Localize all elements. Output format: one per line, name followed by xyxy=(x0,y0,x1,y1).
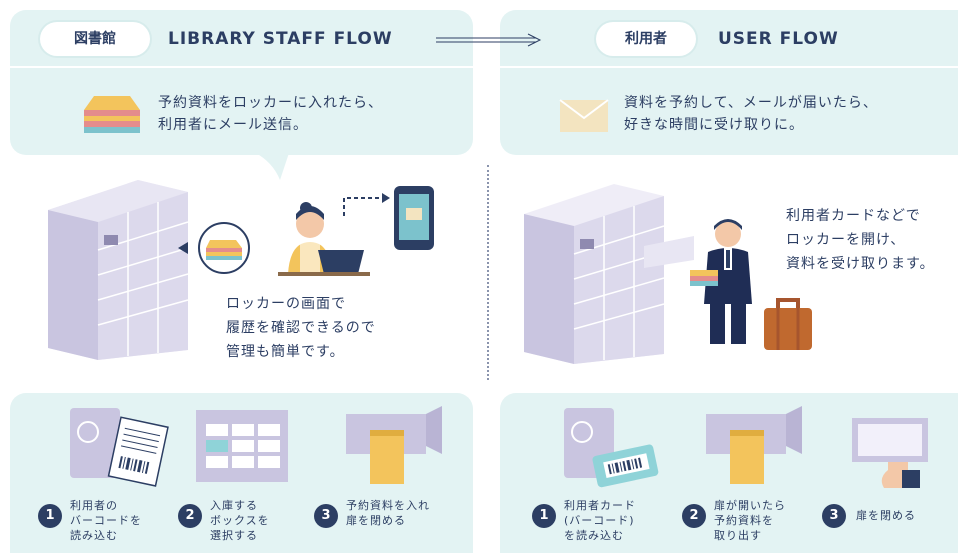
user-badge: 利用者 xyxy=(596,22,696,56)
card-icon xyxy=(564,408,659,488)
arrow-right-icon xyxy=(436,33,542,47)
user-note-line1: 利用者カードなどで xyxy=(786,208,921,224)
user-step-2-label: 扉が開いたら 予約資料を 取り出す xyxy=(714,499,786,542)
staff-message: 予約資料をロッカーに入れたら、 利用者にメール送信。 xyxy=(158,92,383,136)
user-step-1-label: 利用者カード (バーコード) を読み込む xyxy=(564,499,636,542)
staff-step-3-label: 予約資料を入れ 扉を閉める xyxy=(346,499,430,527)
user-message: 資料を予約して、メールが届いたら、 好きな時間に受け取りに。 xyxy=(624,92,878,136)
user-message-line2: 好きな時間に受け取りに。 xyxy=(624,117,804,133)
suitcase-icon xyxy=(764,298,812,350)
staff-message-line2: 利用者にメール送信。 xyxy=(158,117,308,133)
staff-badge: 図書館 xyxy=(40,22,150,56)
staff-note-line3: 管理も簡単です。 xyxy=(226,344,345,360)
user-note-line2: ロッカーを開け、 xyxy=(786,232,906,248)
staff-message-line1: 予約資料をロッカーに入れたら、 xyxy=(158,95,383,111)
staff-flow-title: LIBRARY STAFF FLOW xyxy=(168,29,393,49)
staff-note: ロッカーの画面で 履歴を確認できるので 管理も簡単です。 xyxy=(226,292,376,364)
books-bubble-icon xyxy=(178,222,250,274)
user-door-icon xyxy=(706,406,802,484)
staff-note-line2: 履歴を確認できるので xyxy=(226,320,376,336)
user-locker-icon xyxy=(524,184,694,364)
user-step-3-number: 3 xyxy=(822,504,846,528)
user-note-line3: 資料を受け取ります。 xyxy=(786,256,935,272)
staff-step-2-label: 入庫する ボックスを 選択する xyxy=(210,499,270,542)
staff-header-divider xyxy=(10,66,473,68)
user-message-line1: 資料を予約して、メールが届いたら、 xyxy=(624,95,878,111)
staff-step-1-label: 利用者の バーコードを 読み込む xyxy=(70,499,142,542)
envelope-icon xyxy=(559,99,609,132)
user-flow-title: USER FLOW xyxy=(718,29,839,49)
door-icon xyxy=(346,406,442,484)
user-icon xyxy=(690,219,752,344)
user-header-divider xyxy=(500,66,958,68)
flow-separator xyxy=(487,165,489,380)
librarian-icon xyxy=(278,202,370,276)
user-step-1-number: 1 xyxy=(532,504,556,528)
barcode-icon xyxy=(70,408,169,487)
books-icon xyxy=(84,96,140,133)
phone-mail-icon xyxy=(343,186,434,250)
screen-grid-icon xyxy=(196,410,288,482)
user-step-3-label: 扉を閉める xyxy=(856,509,916,522)
user-step-2-number: 2 xyxy=(682,504,706,528)
locker-icon xyxy=(48,180,189,360)
staff-step-1-number: 1 xyxy=(38,504,62,528)
staff-speech-tail xyxy=(250,150,290,180)
user-note: 利用者カードなどで ロッカーを開け、 資料を受け取ります。 xyxy=(786,204,935,276)
staff-step-3-number: 3 xyxy=(314,504,338,528)
staff-step-2-number: 2 xyxy=(178,504,202,528)
hand-icon xyxy=(852,418,928,488)
staff-note-line1: ロッカーの画面で xyxy=(226,296,346,312)
